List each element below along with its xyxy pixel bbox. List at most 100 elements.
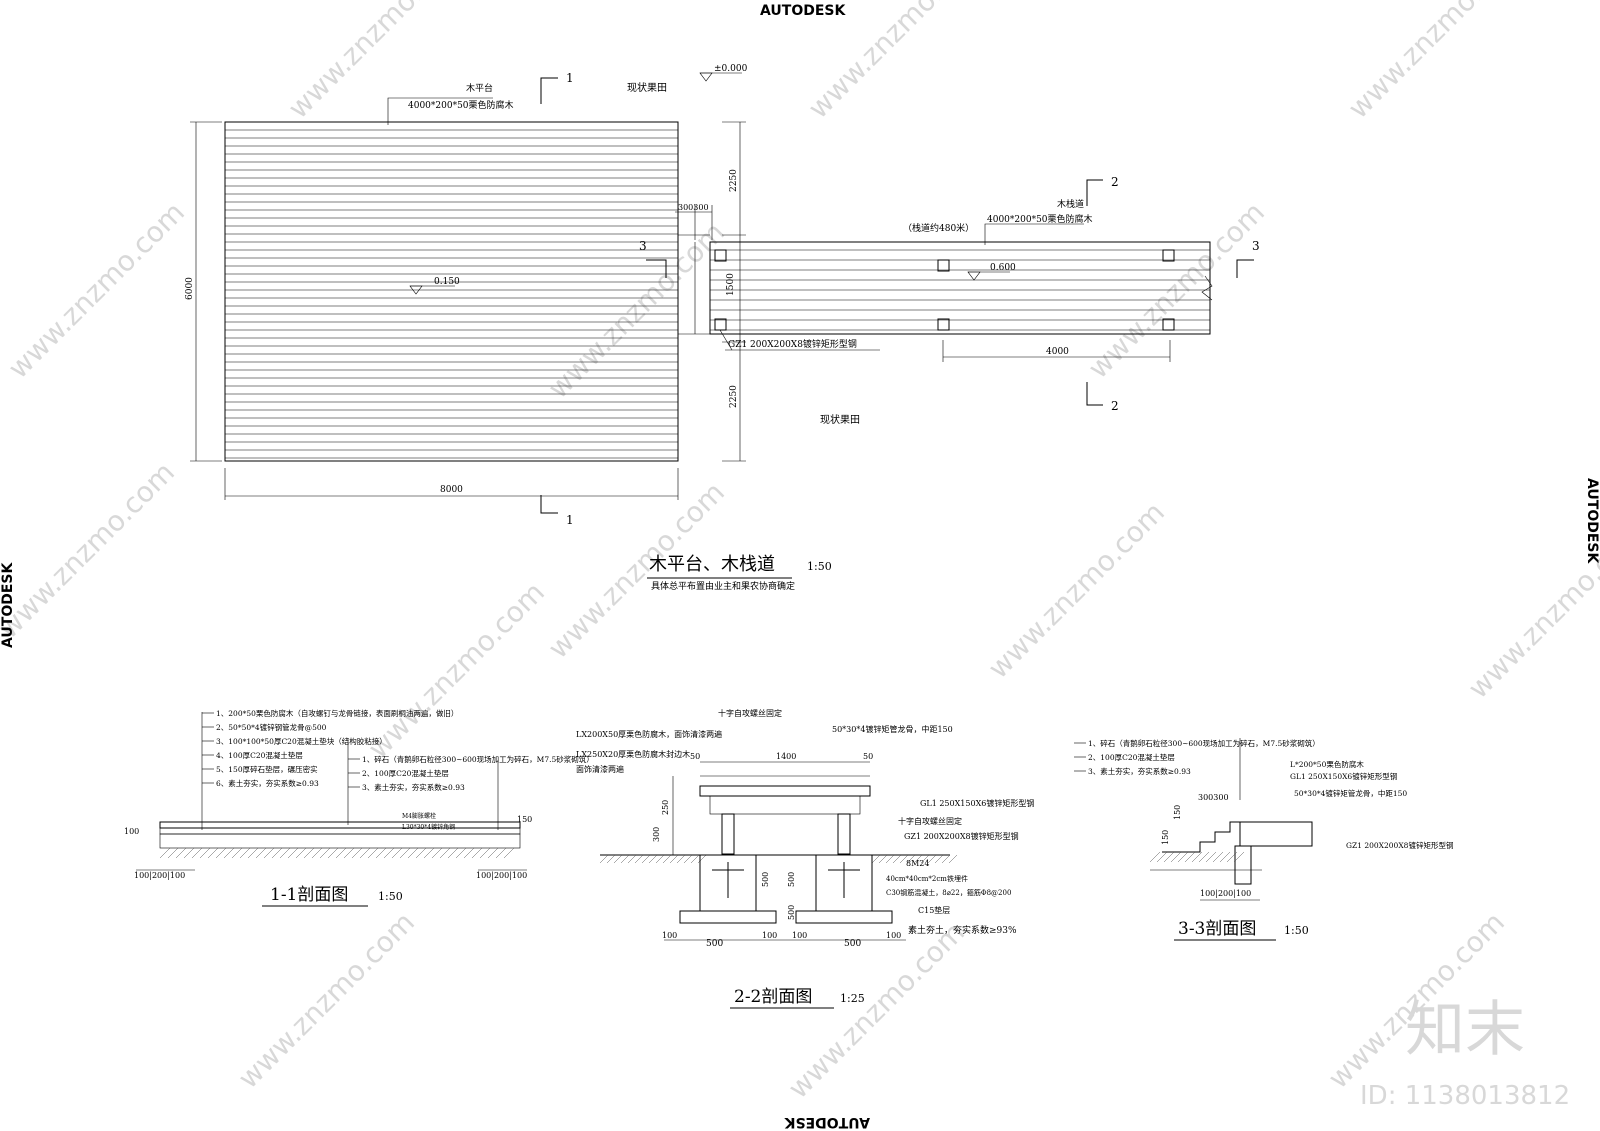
s22-base-right [795,910,893,924]
hatch-line [399,847,411,859]
hatch-line [1205,851,1217,863]
hatch-line [906,854,916,864]
platform-planks [225,129,678,459]
s22-dim-50b: 50 [863,752,873,761]
watermark-text: www.znzmo.com [1342,0,1531,125]
hatch-line [1163,851,1175,863]
s33-deck [1239,821,1313,847]
hatch-line [415,847,427,859]
dim-width: 8000 [440,485,463,495]
field-label-bottom: 现状果田 [820,413,860,426]
hatch-line [1177,851,1189,863]
watermark-text: www.znzmo.com [362,576,551,765]
s22-title: 2-2剖面图 [734,987,812,1007]
s11-a-note: 3、100*100*50厚C20混凝土垫块（结构胶粘接） [216,736,387,746]
boardwalk-material: 4000*200*50栗色防腐木 [987,213,1093,225]
hatch-line [319,847,331,859]
s22-plate: 40cm*40cm*2cm铁埋件 [886,874,968,883]
hatch-line [690,854,700,864]
s33-column [1234,845,1252,885]
s22-deck [699,785,871,797]
platform-label: 木平台 [466,82,493,94]
hatch-line [175,847,187,859]
hatch-line [215,847,227,859]
s22-dim-b100d: 100 [886,931,901,940]
s11-a-note: 1、200*50栗色防腐木（自攻螺钉与龙骨链接，表面刷桐油两遍，做旧） [216,708,458,718]
column-marker [937,259,950,272]
hatch-line [487,847,499,859]
s22-dim-50a: 50 [690,752,700,761]
hatch-line [620,854,630,864]
hatch-line [383,847,395,859]
s11-dims-bottom-left: 100|200|100 [134,871,185,880]
s22-dim-1400: 1400 [776,752,796,761]
hatch-line [455,847,467,859]
hatch-line [495,847,507,859]
hatch-line [1198,851,1210,863]
level-boardwalk-mark: 0.600 [967,263,1016,281]
s33-keel: 50*30*4镀锌矩管龙骨，中距150 [1294,788,1407,798]
level-platform-mark: 0.150 [409,277,460,295]
s22-c15: C15垫层 [918,905,950,915]
s22-edge-wood: LX200X50厚栗色防腐木，面饰清漆两遍 [576,729,722,739]
hatch-line [627,854,637,864]
watermark-id: ID: 1138013812 [1360,1081,1570,1111]
hatch-line [655,854,665,864]
s22-dim-250: 250 [661,800,670,815]
hatch-line [669,854,679,864]
hatch-line [407,847,419,859]
column-marker [714,249,727,262]
section-2-2: 十字自攻螺丝固定 LX200X50厚栗色防腐木，面饰清漆两遍 LX250X20厚… [576,708,1034,1009]
hatch-line [231,847,243,859]
s33-gz1: GZ1 200X200X8镀锌矩形型钢 [1346,840,1453,850]
s22-dim-300: 300 [652,827,661,842]
hatch-line [683,854,693,864]
s33-note: 1、碎石（青鹅卵石粒径300~600现场加工为碎石，M7.5砂浆砌筑） [1088,738,1320,748]
s22-dim-b500a: 500 [706,939,723,949]
s11-tag-l: L30*30*4镀锌角钢 [402,823,455,831]
s11-a-note: 6、素土夯实，夯实系数≥0.93 [216,778,319,788]
s11-b-note: 2、100厚C20混凝土垫层 [362,768,449,778]
s33-note: 2、100厚C20混凝土垫层 [1088,752,1175,762]
hatch-line [1219,851,1231,863]
dimensions: 8000 6000 2250 2250 1500 300300 4000 [185,121,1171,500]
hatch-line [183,847,195,859]
hatch-line [303,847,315,859]
boardwalk-length: （栈道约480米） [903,222,974,234]
hatch-line [606,854,616,864]
hatch-line [1226,851,1238,863]
section-mark-1a: 1 [566,71,574,85]
hatch-line [899,854,909,864]
section-3-3: 1、碎石（青鹅卵石粒径300~600现场加工为碎石，M7.5砂浆砌筑） 2、100… [1074,738,1453,941]
hatch-line [239,847,251,859]
s11-dims-bottom-right: 100|200|100 [476,871,527,880]
hatch-line [311,847,323,859]
s22-concrete: C30钢筋混凝土，8⌀22，箍筋Φ8@200 [886,888,1011,897]
hatch-line [613,854,623,864]
hatch-line [892,854,902,864]
brand-top: AUTODESK [760,3,846,19]
s33-dim-top: 300300 [1198,793,1229,802]
hatch-line [641,854,651,864]
s22-edge-wood2: LX250X20厚栗色防腐木封边木 [576,749,690,759]
level-zero-text: ±0.000 [714,64,748,74]
boardwalk-outline [709,241,1211,335]
s33-wood: L*200*50栗色防腐木 [1290,759,1364,769]
column-marker [714,318,727,331]
watermark-text: www.znzmo.com [1462,516,1600,705]
s11-a-note: 5、150厚碎石垫层，碾压密实 [216,764,318,774]
hatch-line [878,854,888,864]
plan-note: 具体总平布置由业主和果农协商确定 [651,580,795,592]
section-mark-2a: 2 [1111,175,1119,189]
s22-edge-wood3: 面饰清漆两遍 [576,764,624,774]
hatch-line [159,847,171,859]
hatch-line [941,854,951,864]
hatch-line [279,847,291,859]
hatch-line [927,854,937,864]
s22-bolt: 8M24 [906,859,929,868]
hatch-line [1184,851,1196,863]
column-marker [937,318,950,331]
s11-a-note: 2、50*50*4镀锌钢管龙骨@500 [216,722,327,732]
boardwalk-columns [714,249,1175,331]
